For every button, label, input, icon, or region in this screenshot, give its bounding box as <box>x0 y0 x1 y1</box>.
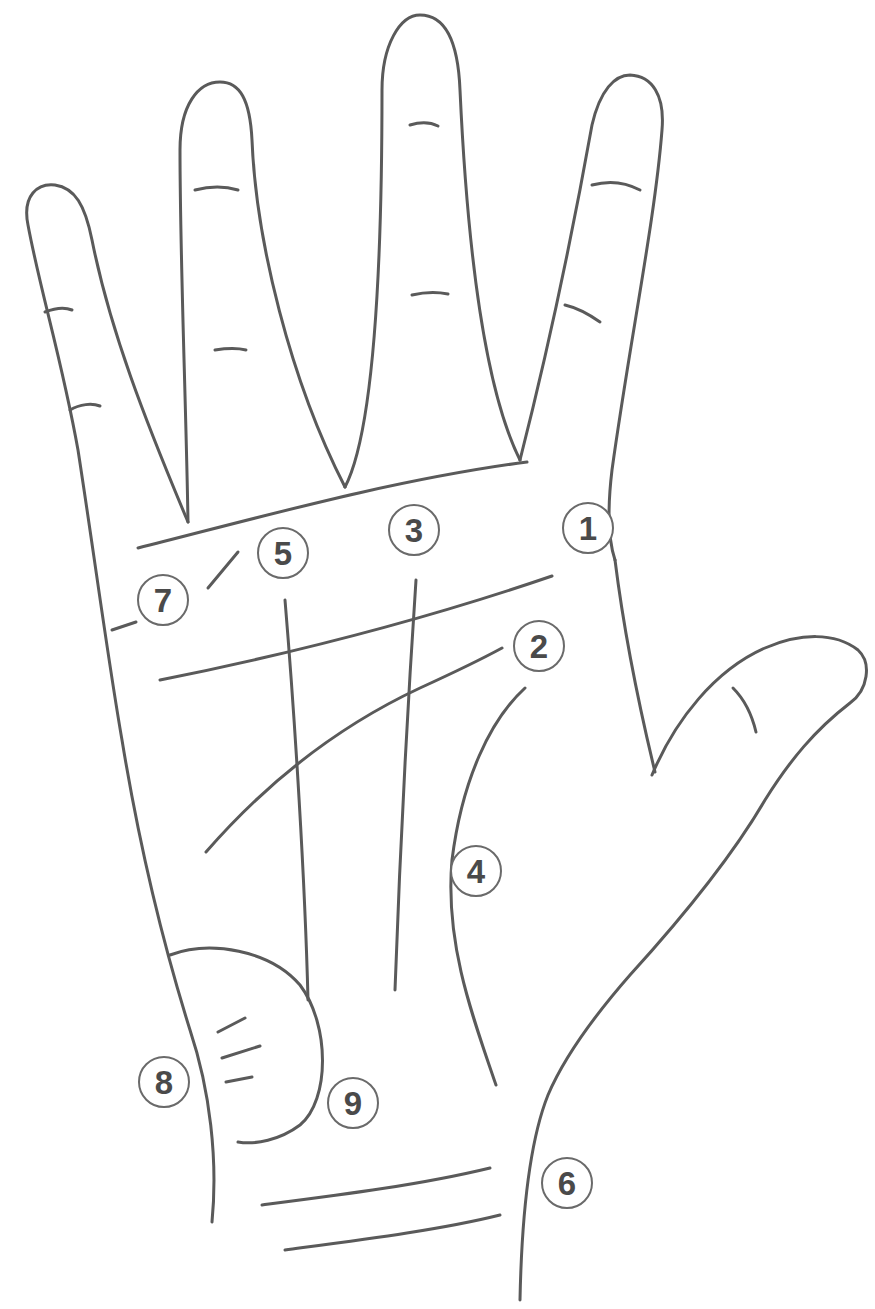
callout-circle: 2 <box>513 620 565 672</box>
finger-crease <box>412 293 448 295</box>
wrist-line <box>285 1215 500 1250</box>
callout-number: 9 <box>344 1087 362 1120</box>
finger-crease <box>410 123 438 126</box>
finger-crease <box>565 305 600 322</box>
mount-outline <box>170 948 323 1143</box>
hand-outline <box>520 75 662 560</box>
palm-line <box>208 552 238 588</box>
callout-circle: 6 <box>541 1157 593 1209</box>
heart-line <box>160 576 552 680</box>
hand-outline <box>615 560 655 772</box>
palm-line <box>222 1046 260 1058</box>
callout-number: 2 <box>530 630 548 663</box>
callout-number: 1 <box>579 512 597 545</box>
hand-outline <box>520 637 866 1300</box>
callout-circle: 8 <box>138 1056 190 1108</box>
callout-circle: 5 <box>257 527 309 579</box>
hand-outline <box>180 82 345 522</box>
life-line <box>451 688 525 1085</box>
sun-line <box>285 600 308 1000</box>
callout-circle: 3 <box>388 504 440 556</box>
callout-circle: 4 <box>450 845 502 897</box>
hand-outline <box>27 185 214 1222</box>
callout-number: 3 <box>405 514 423 547</box>
callout-circle: 1 <box>562 502 614 554</box>
finger-crease <box>195 187 238 190</box>
callout-number: 6 <box>558 1167 576 1200</box>
finger-base-line <box>138 462 527 548</box>
callout-number: 8 <box>155 1066 173 1099</box>
wrist-line <box>262 1168 490 1205</box>
callout-number: 4 <box>467 855 485 888</box>
palm-line <box>226 1077 252 1082</box>
thumb-nail <box>733 688 756 732</box>
hand-outline <box>345 15 520 487</box>
finger-crease <box>45 308 72 312</box>
palm-line <box>112 622 136 630</box>
finger-crease <box>592 182 640 190</box>
callout-number: 5 <box>274 537 292 570</box>
palm-line <box>218 1018 245 1032</box>
finger-crease <box>215 349 246 351</box>
callout-circle: 9 <box>327 1077 379 1129</box>
callout-number: 7 <box>154 584 172 617</box>
callout-circle: 7 <box>137 574 189 626</box>
finger-crease <box>70 404 100 410</box>
fate-line <box>395 580 416 990</box>
